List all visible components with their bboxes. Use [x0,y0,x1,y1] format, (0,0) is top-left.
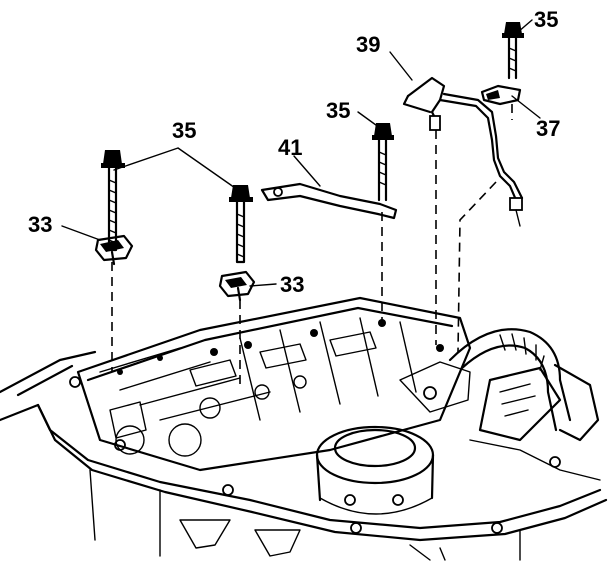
alignment-lines [111,104,513,388]
bolt-top-right [502,22,524,80]
callout-bracket-41: 41 [278,135,302,160]
transmission-case [0,350,608,561]
bracket-37 [480,84,522,106]
wiring-harness [448,328,601,481]
filter-housing [315,425,435,515]
bracket-41 [260,182,398,220]
valve-body [76,296,472,472]
callout-clip-center: 33 [280,272,304,297]
bolt-center-left [229,185,253,264]
callout-clip-left: 33 [28,212,52,237]
tube-39 [402,76,524,227]
callout-bracket-37: 37 [536,116,560,141]
callout-bolt-top-right: 35 [534,7,558,32]
clip-center [218,270,256,302]
callout-bolt-pair: 35 [172,118,196,143]
bolt-center [372,123,394,202]
bolt-left [101,150,125,252]
callout-bolt-center: 35 [326,98,350,123]
leader-lines [61,19,541,287]
clip-left [94,234,134,266]
callout-tube: 39 [356,32,380,57]
